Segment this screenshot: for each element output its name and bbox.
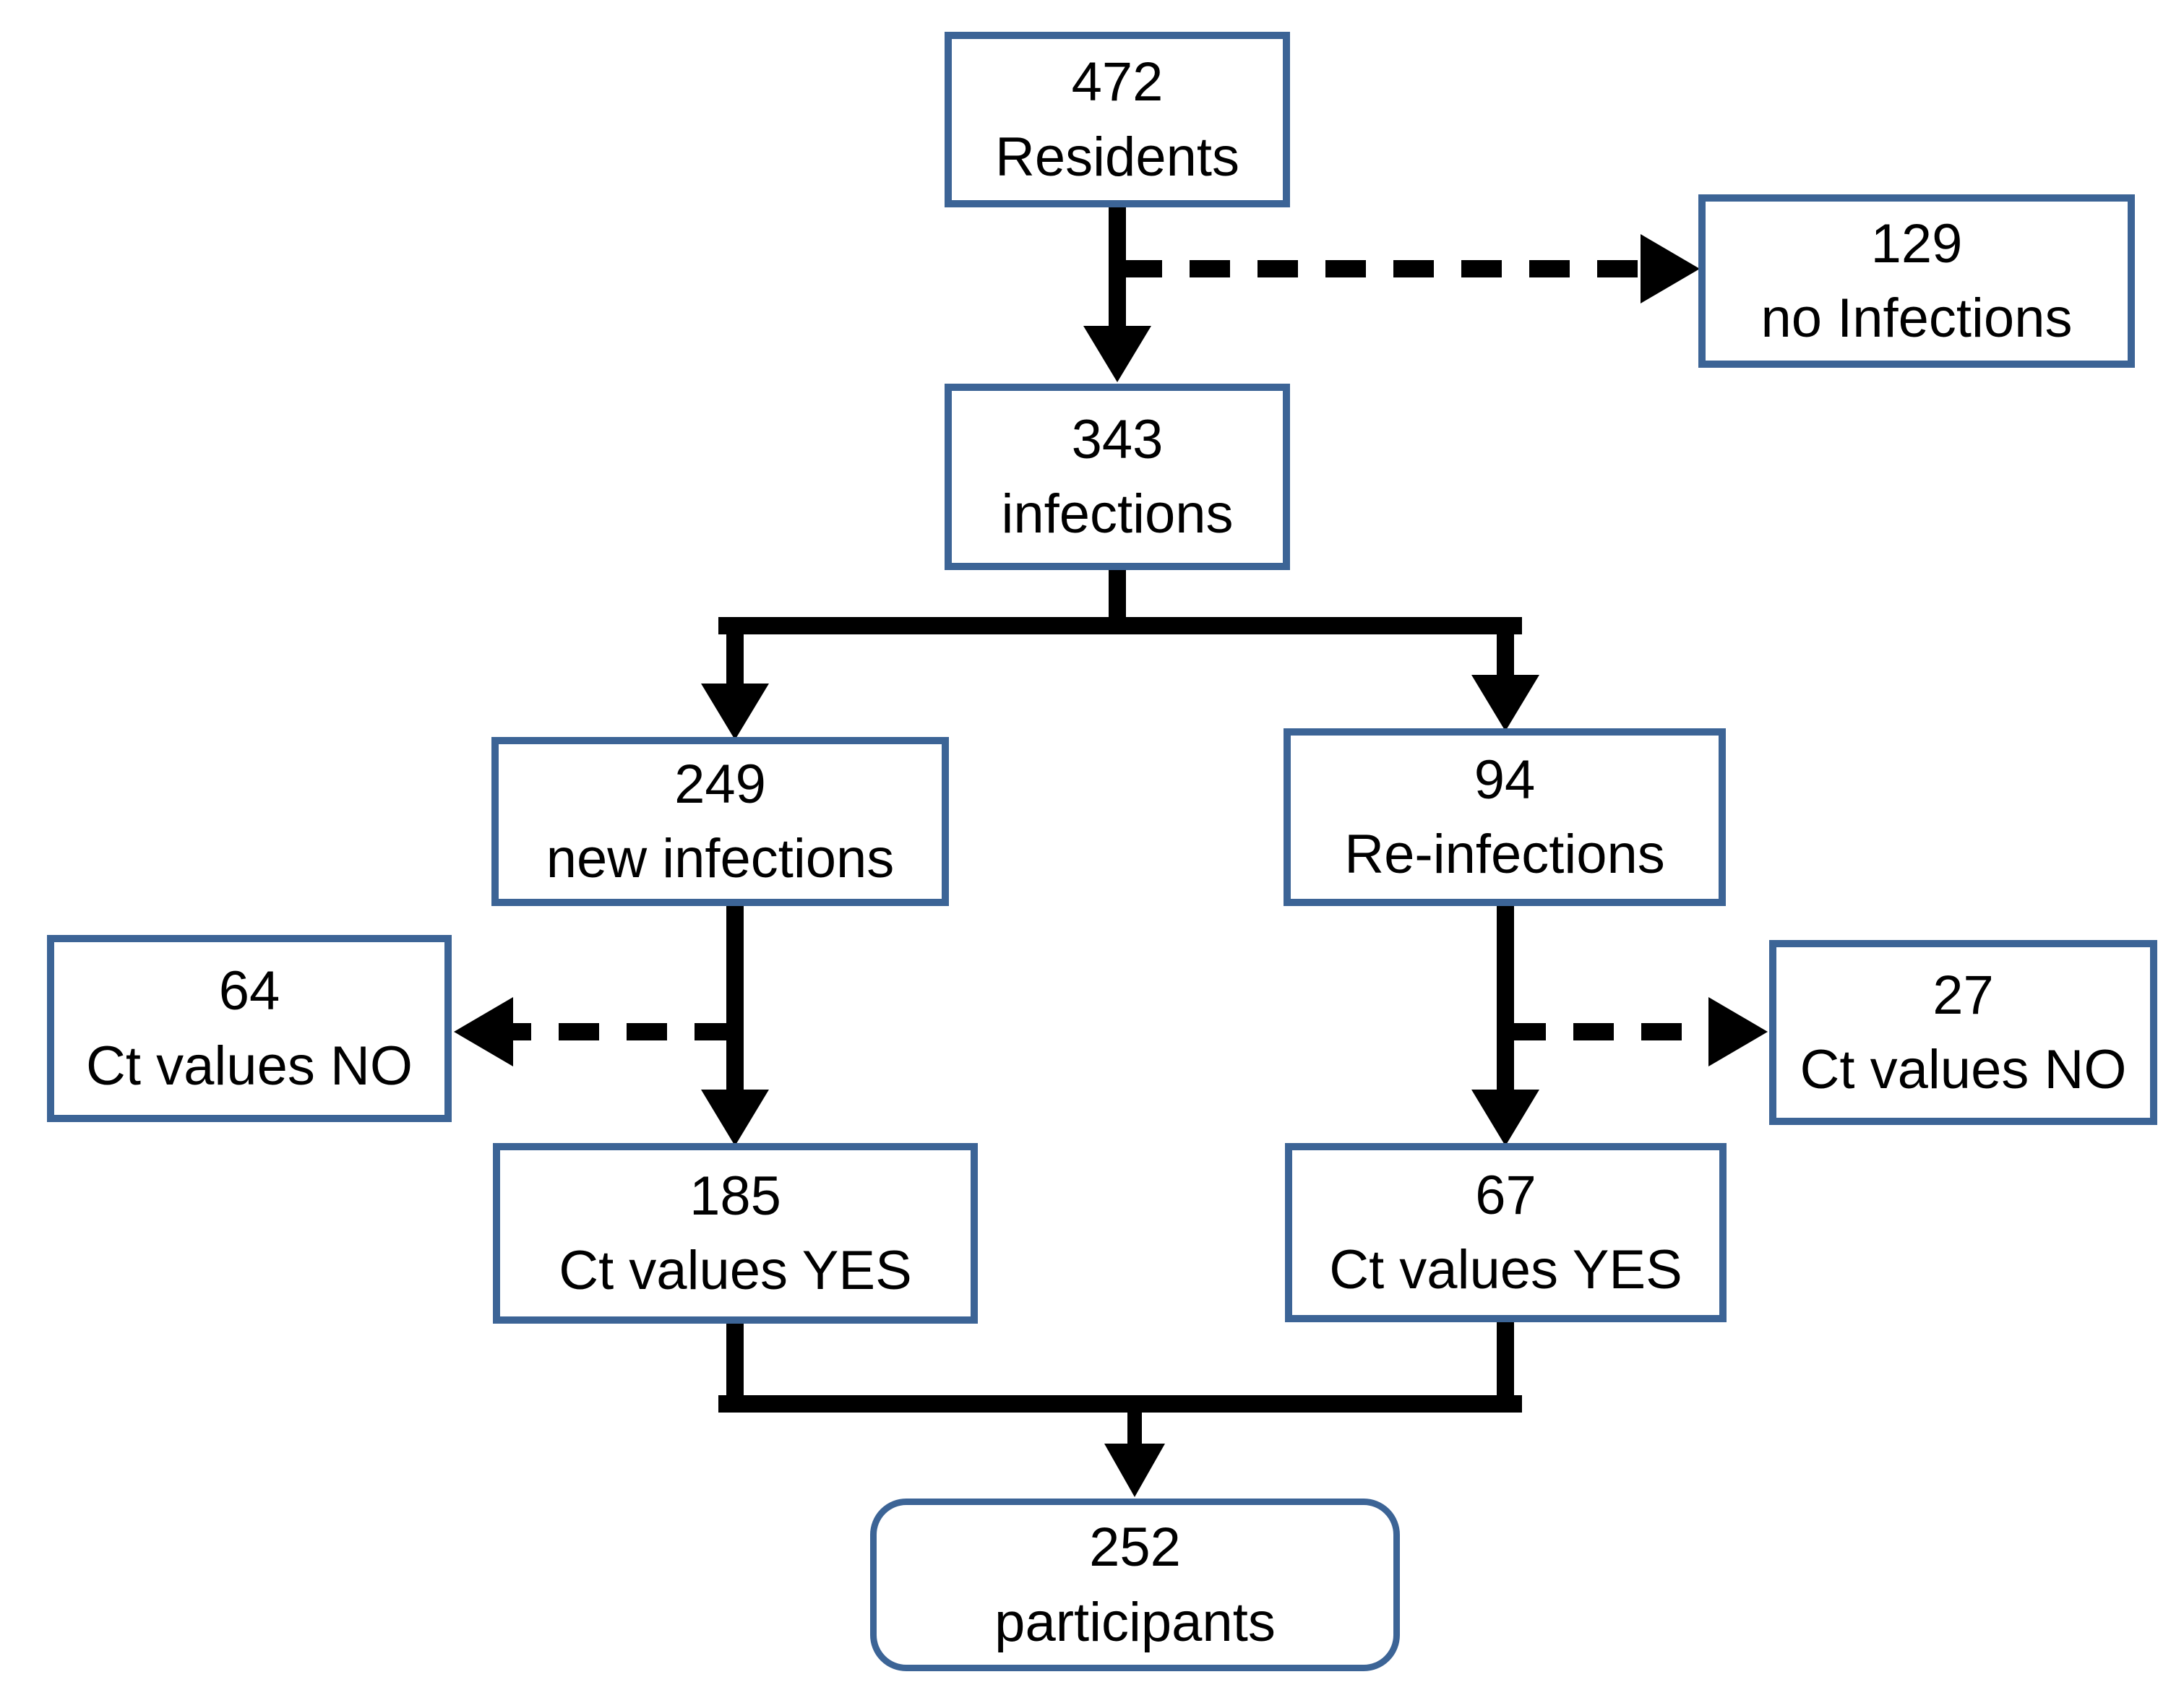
dashed-arrow-re-infections-to-ct-values-no [1505, 997, 1768, 1066]
node-ct-values-no-right-value: 27 [1933, 964, 1994, 1026]
node-new-infections-label: new infections [546, 828, 895, 889]
node-ct-values-no-right-label: Ct values NO [1800, 1039, 2127, 1100]
node-residents: 472 Residents [945, 32, 1290, 207]
node-no-infections-value: 129 [1870, 212, 1963, 275]
node-participants-label: participants [994, 1591, 1276, 1653]
node-re-infections-value: 94 [1474, 749, 1536, 811]
node-participants-value: 252 [1089, 1517, 1181, 1579]
node-ct-values-yes-left: 185 Ct values YES [493, 1143, 978, 1324]
node-ct-values-yes-left-value: 185 [689, 1165, 781, 1227]
node-ct-values-no-left-label: Ct values NO [86, 1035, 413, 1097]
node-residents-label: Residents [995, 126, 1239, 188]
node-no-infections: 129 no Infections [1698, 194, 2135, 368]
node-infections-value: 343 [1071, 408, 1164, 470]
arrow-infections-to-new-infections [701, 626, 769, 740]
node-ct-values-yes-left-label: Ct values YES [559, 1240, 912, 1301]
node-ct-values-yes-right-value: 67 [1475, 1164, 1536, 1226]
branch-bar-infections [718, 570, 1522, 634]
node-residents-value: 472 [1071, 51, 1164, 113]
merge-bar-ct-values-yes [718, 1322, 1522, 1413]
dashed-arrow-residents-to-no-infections [1122, 234, 1700, 303]
node-infections: 343 infections [945, 384, 1290, 570]
arrow-merge-to-participants [1104, 1404, 1165, 1497]
node-re-infections-label: Re-infections [1344, 824, 1665, 885]
dashed-arrow-new-infections-to-ct-values-no [454, 997, 735, 1066]
node-new-infections-value: 249 [674, 753, 766, 815]
node-participants: 252 participants [870, 1499, 1400, 1671]
node-no-infections-label: no Infections [1760, 288, 2073, 349]
node-ct-values-yes-right-label: Ct values YES [1329, 1239, 1682, 1301]
node-new-infections: 249 new infections [491, 737, 949, 906]
arrow-new-infections-to-ct-values-yes [701, 906, 769, 1146]
node-ct-values-no-right: 27 Ct values NO [1769, 940, 2157, 1125]
node-re-infections: 94 Re-infections [1284, 728, 1726, 906]
node-ct-values-yes-right: 67 Ct values YES [1285, 1143, 1727, 1322]
arrow-residents-to-infections [1083, 207, 1151, 382]
arrow-re-infections-to-ct-values-yes [1471, 906, 1539, 1146]
node-ct-values-no-left: 64 Ct values NO [47, 935, 452, 1122]
node-infections-label: infections [1001, 483, 1234, 545]
node-ct-values-no-left-value: 64 [218, 960, 280, 1022]
arrow-infections-to-re-infections [1471, 626, 1539, 731]
